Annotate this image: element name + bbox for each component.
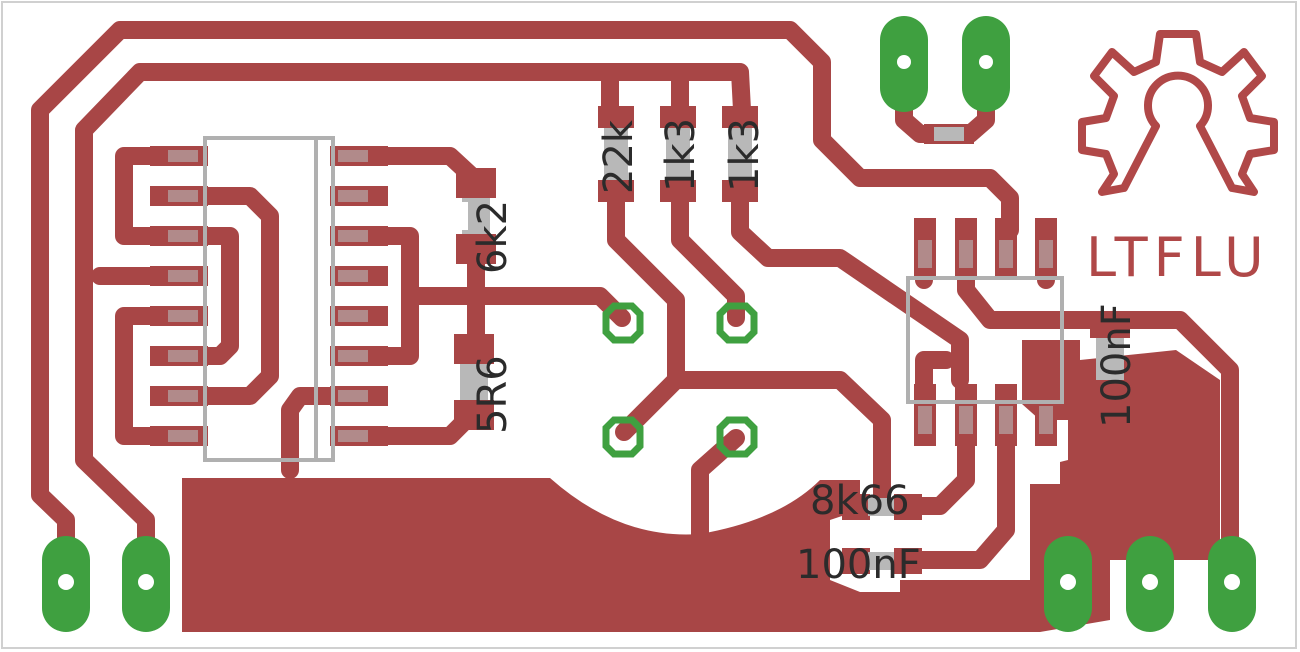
vcc-pour bbox=[1022, 340, 1220, 560]
trace-r1-down bbox=[607, 181, 685, 441]
center-pads bbox=[602, 302, 758, 458]
trace-inner-loop bbox=[75, 63, 751, 569]
label-r3: 1k3 bbox=[722, 118, 768, 192]
ic1-pads bbox=[150, 146, 388, 446]
open-source-hardware-gear-icon bbox=[1078, 30, 1278, 196]
trace-ic2-bottom-2 bbox=[897, 401, 1015, 569]
trace-ic-left-2 bbox=[161, 187, 279, 405]
copper-pours bbox=[182, 340, 1220, 632]
trace-outer-loop bbox=[31, 21, 1019, 569]
ic2-pad-marks bbox=[918, 240, 1053, 434]
label-r6: 8k66 bbox=[810, 478, 910, 524]
label-c1: 100nF bbox=[796, 542, 921, 588]
trace-ic-left-4 bbox=[115, 307, 179, 445]
label-r2: 1k3 bbox=[658, 118, 704, 192]
ic1-outline bbox=[203, 136, 335, 462]
label-r5: 5R6 bbox=[470, 355, 516, 434]
logo-text: LTFLU bbox=[1086, 226, 1270, 289]
resistor-pads bbox=[454, 106, 1130, 574]
ground-pour bbox=[182, 478, 1110, 632]
label-r1: 22k bbox=[596, 119, 642, 194]
trace-ic-right-6 bbox=[281, 387, 359, 479]
trace-ic-left-1 bbox=[115, 147, 179, 245]
label-r4: 6k2 bbox=[470, 200, 516, 274]
trace-r3-down bbox=[731, 181, 969, 389]
label-c2: 100nF bbox=[1094, 303, 1140, 428]
ic2-outline bbox=[906, 276, 1064, 404]
through-hole-pads bbox=[42, 16, 1256, 632]
trace-mid-horizontal bbox=[667, 371, 891, 509]
